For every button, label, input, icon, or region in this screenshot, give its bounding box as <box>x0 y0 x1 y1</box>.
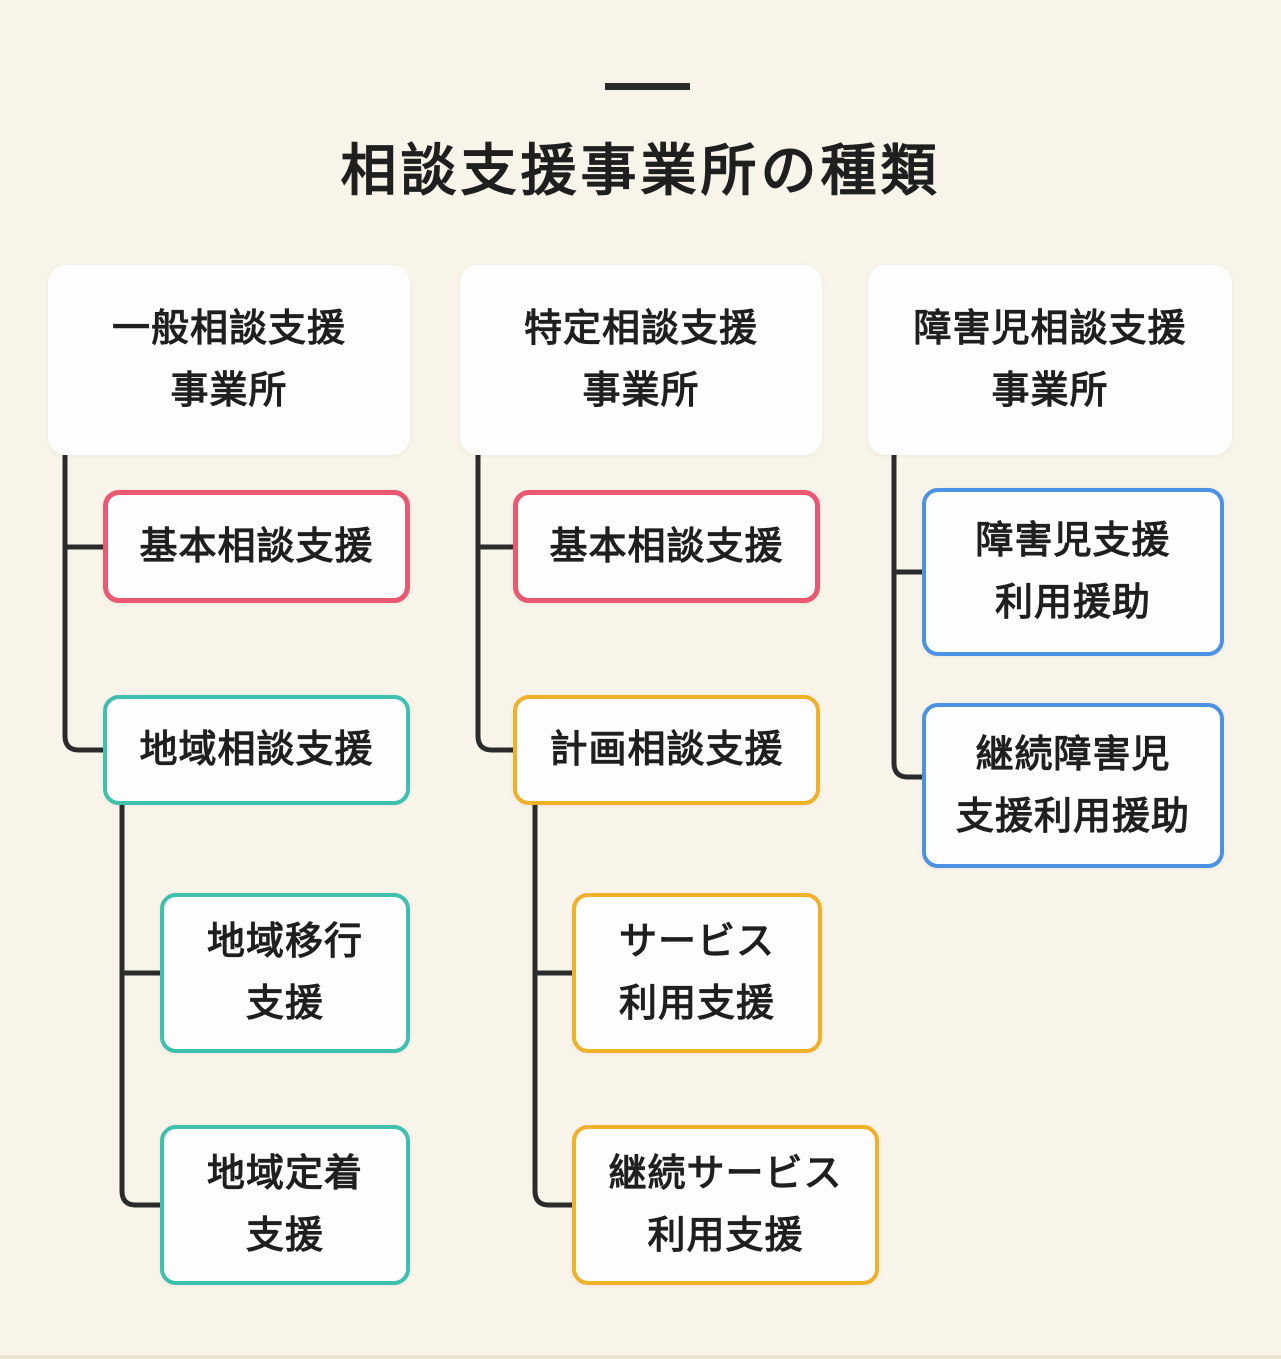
node-label-line2: 支援 <box>245 1213 324 1257</box>
node-regional-transition-support: 地域移行 支援 <box>160 893 410 1053</box>
node-continued-child-support-use-assistance: 継続障害児 支援利用援助 <box>922 703 1224 868</box>
node-label: 基本相談支援 <box>139 523 374 568</box>
node-regional-consultation: 地域相談支援 <box>103 695 410 805</box>
title-divider <box>605 83 690 90</box>
node-label-line1: 継続障害児 <box>975 731 1171 776</box>
node-label-line1: 地域定着 <box>206 1151 363 1196</box>
bottom-edge-strip <box>0 1355 1281 1359</box>
node-general-office-header: 一般相談支援 事業所 <box>48 265 410 455</box>
node-label-line2: 利用支援 <box>647 1213 804 1257</box>
node-label-line1: 特定相談支援 <box>523 306 758 351</box>
node-child-support-use-assistance: 障害児支援 利用援助 <box>922 488 1224 656</box>
page-title: 相談支援事業所の種類 <box>340 139 941 204</box>
node-label-line1: 障害児相談支援 <box>913 306 1187 351</box>
node-label-line1: サービス <box>618 919 775 964</box>
node-label-line2: 支援 <box>245 981 324 1025</box>
node-label-line1: 一般相談支援 <box>111 306 346 351</box>
connector-general-trunk <box>62 455 103 753</box>
node-label-line1: 地域移行 <box>206 919 363 964</box>
connector-specific-trunk <box>475 455 513 753</box>
node-label: 地域相談支援 <box>139 727 374 772</box>
node-label-line2: 事業所 <box>991 368 1109 412</box>
node-plan-consultation: 計画相談支援 <box>513 695 820 805</box>
node-label-line2: 利用支援 <box>618 981 775 1025</box>
node-label-line2: 利用援助 <box>994 580 1151 624</box>
connector-child-trunk <box>891 455 922 780</box>
connector-plan-trunk <box>532 805 572 1208</box>
node-label: 計画相談支援 <box>549 727 784 772</box>
node-label-line1: 障害児支援 <box>975 518 1171 563</box>
node-label: 基本相談支援 <box>549 523 784 568</box>
node-basic-consultation-1: 基本相談支援 <box>103 490 410 603</box>
node-label-line2: 事業所 <box>582 368 700 412</box>
connector-regional-trunk <box>119 805 160 1208</box>
node-regional-settlement-support: 地域定着 支援 <box>160 1125 410 1285</box>
node-basic-consultation-2: 基本相談支援 <box>513 490 820 603</box>
node-child-office-header: 障害児相談支援 事業所 <box>868 265 1232 455</box>
node-specific-office-header: 特定相談支援 事業所 <box>460 265 822 455</box>
node-label-line2: 支援利用援助 <box>955 793 1190 838</box>
node-label-line2: 事業所 <box>170 368 288 412</box>
node-continued-service-use-support: 継続サービス 利用支援 <box>572 1125 879 1285</box>
node-service-use-support: サービス 利用支援 <box>572 893 822 1053</box>
node-label-line1: 継続サービス <box>608 1151 843 1196</box>
